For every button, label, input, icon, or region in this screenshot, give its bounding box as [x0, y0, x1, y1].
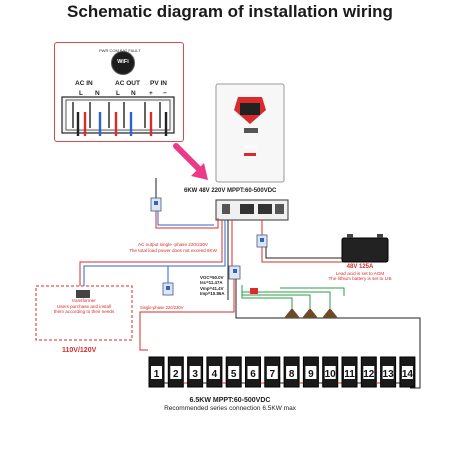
wifi-label: WiFi: [117, 59, 129, 65]
panel-number-box: [189, 366, 201, 379]
page-title: Schematic diagram of installation wiring: [67, 2, 393, 21]
pv-imp: Imp=10.86A: [200, 291, 225, 297]
pv-in-label: PV IN: [150, 80, 167, 87]
inverter-front: [215, 83, 285, 183]
panel-number: 2: [173, 369, 179, 380]
panel-number: 12: [363, 369, 375, 380]
ac-output-note: AC output single -phase 220/230V The tot…: [108, 242, 238, 253]
pv-vmp: Vmp=41.4V: [200, 285, 224, 291]
panel-number: 8: [289, 369, 295, 380]
terminal-l1: L: [79, 90, 83, 97]
terminal-plus: +: [149, 90, 153, 97]
battery-note: 48V 125A Lead acid is set to AGM The lit…: [300, 264, 420, 282]
voltage-110-label: 110V/120V: [62, 347, 97, 354]
terminal-l2: L: [116, 90, 120, 97]
panel-number-box: [286, 366, 298, 379]
panel-number-box: [401, 366, 413, 379]
panel-number: 9: [308, 369, 314, 380]
panel-number-box: [324, 366, 336, 379]
transformer-title: transformer: [72, 298, 96, 303]
terminal-minus: −: [163, 90, 167, 97]
pointer-arrow: [173, 143, 208, 180]
terminal-n1: N: [95, 90, 100, 97]
ground-wires: [241, 285, 345, 308]
panel-number: 6: [250, 369, 256, 380]
panel-number: 13: [383, 369, 395, 380]
battery-icon: [341, 234, 389, 263]
pv-voc: VOC=50.0V: [200, 275, 224, 280]
panel-number: 5: [231, 369, 237, 380]
panel-number-box: [305, 366, 317, 379]
inverter-bottom: [215, 199, 289, 221]
transformer-line2: them according to their needs: [53, 309, 115, 314]
terminal-block-graphic: [61, 96, 175, 136]
ground-rods: [250, 288, 338, 318]
brand-label: VEVOR: [243, 144, 258, 149]
battery-line2: The lithium battery is set to LIB: [328, 276, 392, 281]
breaker-handles: [154, 201, 264, 290]
ac-in-label: AC IN: [75, 80, 93, 87]
terminal-n2: N: [131, 90, 136, 97]
panel-number-box: [151, 366, 162, 379]
transformer-line1: Users purchase and install: [56, 303, 112, 309]
battery-line1: Lead acid is set to AGM: [335, 270, 385, 276]
panel-number-box: [382, 366, 394, 379]
panel-number: 10: [325, 369, 337, 380]
panel-number: 3: [192, 369, 198, 380]
ac-out-label: AC OUT: [115, 80, 140, 87]
array-note: Recommended series connection 6.5KW max: [164, 405, 296, 412]
ac-output-voltage: AC output single -phase 220/230V: [138, 242, 208, 247]
transformer-box: [35, 285, 133, 341]
indicator-labels: PWR COM BAT FAULT: [99, 48, 141, 53]
panel-number-box: [363, 366, 375, 379]
ac-output-limit: The total load power does not exceed 6KW: [129, 247, 217, 253]
transformer-note: transformer Users purchase and install t…: [36, 298, 132, 315]
panel-number: 4: [212, 369, 218, 380]
panel-number: 1: [154, 369, 160, 380]
panel-number: 14: [402, 369, 414, 380]
panel-number-box: [247, 366, 259, 379]
panel-number: 11: [344, 369, 355, 380]
panel-number-box: [266, 366, 278, 379]
panel-number-box: [170, 366, 182, 379]
pv-string-bus: [139, 330, 421, 389]
battery-title: 48V 125A: [346, 264, 374, 270]
panel-number-box: [228, 366, 240, 379]
wifi-module-icon: WiFi: [111, 51, 135, 75]
panel-number-box: [208, 366, 220, 379]
panel-number-box: [344, 366, 355, 379]
single-phase-label: Single-phase 220/230V: [140, 305, 184, 310]
array-title: 6.5KW MPPT:60-500VDC: [189, 397, 271, 404]
transformer-icon: [76, 290, 90, 298]
pv-specs: VOC=50.0V Isc=11.47A Vmp=41.4V Imp=10.86…: [200, 275, 225, 297]
inverter-spec: 6KW 48V 220V MPPT:60-500VDC: [184, 188, 277, 194]
pv-isc: Isc=11.47A: [200, 280, 223, 286]
panel-number: 7: [270, 369, 276, 380]
